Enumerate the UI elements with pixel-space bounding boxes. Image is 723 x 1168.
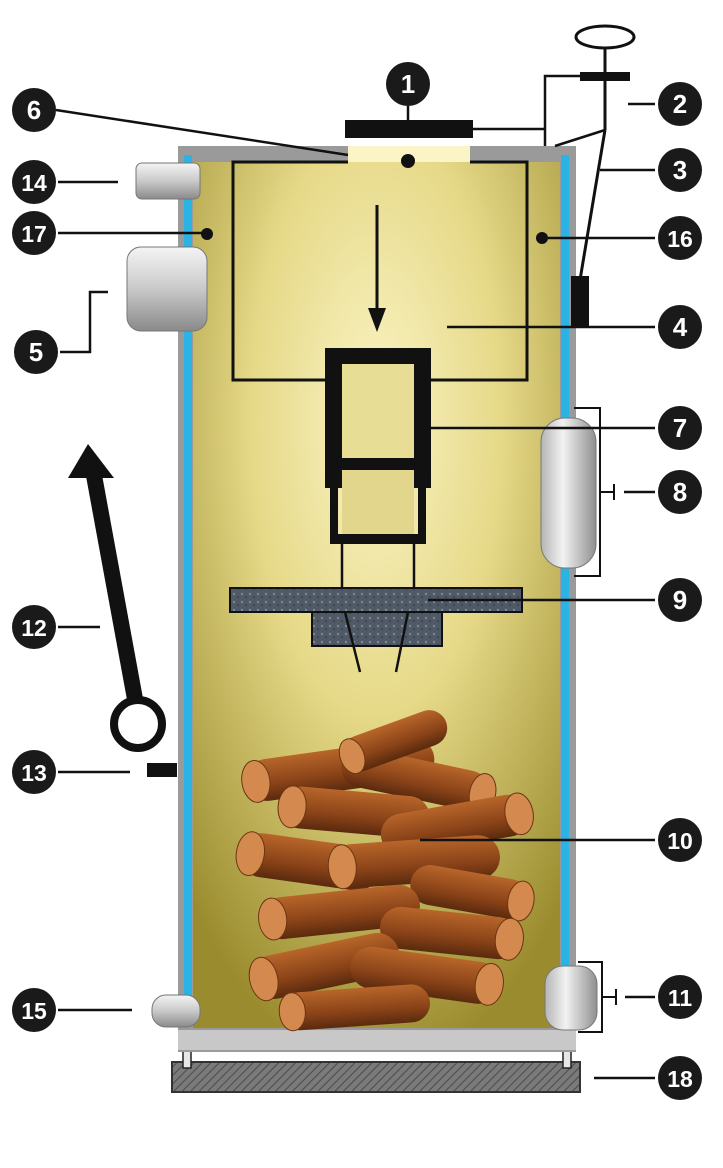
callout-9-text: 9: [673, 585, 687, 615]
callout-10: 10: [658, 818, 702, 862]
water-jacket-right: [561, 155, 569, 1025]
callout-10-text: 10: [667, 828, 693, 854]
sensor-dot-17: [201, 228, 213, 240]
callout-3-text: 3: [673, 155, 687, 185]
callout-1-text: 1: [401, 69, 415, 99]
callout-1: 1: [386, 62, 430, 106]
flue-connector: [126, 246, 208, 332]
callout-14-text: 14: [21, 170, 47, 196]
callout-5: 5: [14, 330, 58, 374]
base-stand: [171, 1049, 581, 1093]
loading-lid: [345, 120, 473, 138]
callout-18-text: 18: [667, 1066, 693, 1092]
callout-3: 3: [658, 148, 702, 192]
callout-16-text: 16: [667, 226, 693, 252]
water-jacket-left: [184, 155, 192, 1025]
callout-18: 18: [658, 1056, 702, 1100]
callout-16: 16: [658, 216, 702, 260]
outlet-pipe: [135, 162, 201, 200]
callout-4: 4: [658, 305, 702, 349]
callout-2-text: 2: [673, 89, 687, 119]
callout-2: 2: [658, 82, 702, 126]
callout-12: 12: [12, 605, 56, 649]
callout-5-text: 5: [29, 337, 43, 367]
inlet-pipe: [151, 994, 201, 1028]
sensor-dot-16: [536, 232, 548, 244]
callout-6: 6: [12, 88, 56, 132]
sensor-dot-6: [401, 154, 415, 168]
callout-14: 14: [12, 160, 56, 204]
callout-13-text: 13: [21, 760, 47, 786]
cleaning-door: [540, 407, 615, 577]
callout-7: 7: [658, 406, 702, 450]
drain-valve: [544, 961, 617, 1033]
down-arrow: [368, 205, 386, 332]
door-latch: [147, 763, 177, 777]
callout-6-text: 6: [27, 95, 41, 125]
callout-15-text: 15: [21, 998, 47, 1024]
callout-7-text: 7: [673, 413, 687, 443]
callout-17: 17: [12, 211, 56, 255]
callout-11-text: 11: [668, 985, 693, 1011]
callout-9: 9: [658, 578, 702, 622]
air-tube: [325, 348, 431, 590]
callout-4-text: 4: [673, 312, 688, 342]
firewood-logs: [235, 710, 535, 1032]
callout-12-text: 12: [21, 615, 47, 641]
callout-13: 13: [12, 750, 56, 794]
callout-8-text: 8: [673, 477, 687, 507]
leader-lines: [55, 102, 655, 1080]
callout-8: 8: [658, 470, 702, 514]
callout-17-text: 17: [21, 221, 47, 247]
lever-arrow: [68, 444, 166, 752]
thermostat-assembly: [543, 24, 636, 326]
callout-11: 11: [658, 975, 702, 1019]
callout-15: 15: [12, 988, 56, 1032]
